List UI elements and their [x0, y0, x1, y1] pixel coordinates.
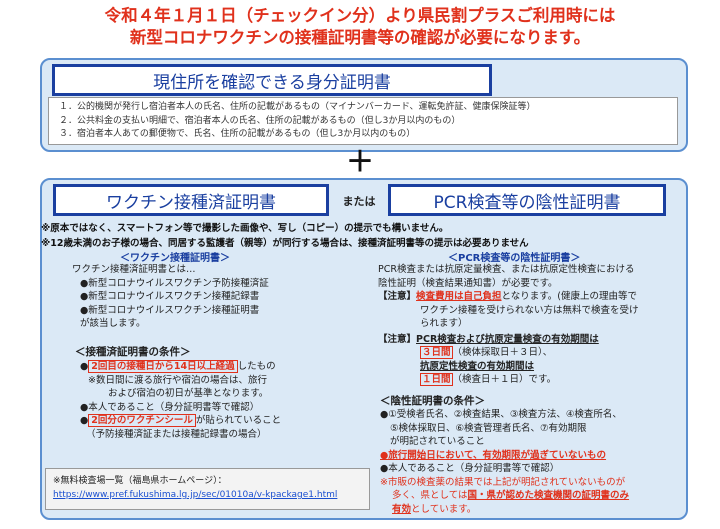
- id-item-3: ３．宿泊者本人あての郵便物で、氏名、住所の記載があるもの（但し3か月以内のもの）: [59, 129, 416, 139]
- pcr-valid-title-2: 抗原定性検査の有効期間は: [420, 360, 535, 372]
- vaccine-title: ワクチン接種済証明書: [53, 184, 329, 216]
- pcr-cond-4b: 多く、県としては国・県が認めた検査機関の証明書のみ: [392, 490, 630, 501]
- pcr-cond-4a: ※市販の検査薬の結果では上記が明記されていないものが: [380, 476, 626, 488]
- pcr-cond-1a: ●①受検者氏名、②検査結果、③検査方法、④検査所名、: [380, 409, 622, 420]
- pcr-subtitle: ＜PCR検査等の陰性証明書＞: [448, 253, 581, 264]
- id-title: 現住所を確認できる身分証明書: [52, 64, 492, 96]
- vaccine-type-2: ●新型コロナウイルスワクチン接種記録書: [80, 291, 260, 302]
- header-banner: 令和４年１月１日（チェックイン分）より県民割プラスご利用時には 新型コロナワクチ…: [0, 0, 720, 61]
- vaccine-intro: ワクチン接種済証明書とは…: [72, 264, 196, 275]
- vaccine-type-3: ●新型コロナウイルスワクチン接種証明書: [80, 304, 260, 316]
- pcr-cond-3: ●本人であること（身分証明書等で確認）: [380, 463, 560, 474]
- or-text: または: [342, 195, 376, 208]
- pcr-cond-1c: が明記されていること: [390, 436, 485, 447]
- note-under-12: ※12歳未満のお子様の場合、同居する監護者（親等）が同行する場合は、接種済証明書…: [41, 238, 529, 249]
- pcr-intro-2: 陰性証明（検査結果通知書）が必要です。: [378, 277, 558, 289]
- vaccine-cond-title: ＜接種済証明書の条件＞: [75, 346, 191, 358]
- pcr-valid-title-1: PCR検査および抗原定量検査の有効期間は: [416, 333, 599, 345]
- pcr-valid-1-detail: ３日間（検体採取日＋３日）、: [420, 346, 553, 359]
- vaccine-cond-1: ●2回目の接種日から14日以上経過したもの: [80, 360, 276, 373]
- vaccine-cond-3-highlight: 2回分のワクチンシール: [88, 414, 196, 427]
- plus-icon: ＋: [345, 145, 374, 178]
- vaccine-body: ワクチン接種済証明書とは… ●新型コロナウイルスワクチン予防接種済証 ●新型コロ…: [72, 263, 362, 331]
- certificate-panel: [40, 178, 688, 520]
- pcr-cond-title: ＜陰性証明書の条件＞: [380, 395, 485, 407]
- vaccine-cond-1-note2: および宿泊の初日が基準となります。: [108, 388, 269, 399]
- pcr-conditions: ●①受検者氏名、②検査結果、③検査方法、④検査所名、 ⑤検体採取日、⑥検査管理者…: [380, 408, 685, 516]
- id-item-1: １．公的機関が発行し宿泊者本人の氏名、住所の記載があるもの（マイナンバーカード、…: [59, 102, 536, 112]
- vaccine-conditions: ●2回目の接種日から14日以上経過したもの ※数日間に渡る旅行や宿泊の場合は、旅…: [80, 360, 370, 441]
- pcr-cond-4c: 有効としています。: [392, 503, 477, 515]
- pcr-cost-line3: られます）: [420, 318, 468, 329]
- pcr-cond-2: ●旅行開始日において、有効期限が過ぎていないもの: [380, 449, 607, 461]
- free-test-label: ※無料検査場一覧（福島県ホームページ）：: [53, 476, 227, 486]
- pcr-cost-highlight: 検査費用は自己負担: [416, 291, 502, 302]
- header-line1: 令和４年１月１日（チェックイン分）より県民割プラスご利用時には: [104, 6, 616, 25]
- pcr-cond-1b: ⑤検体採取日、⑥検査管理者氏名、⑦有効期限: [390, 422, 587, 434]
- pcr-cost-line2: ワクチン接種を受けられない方は無料で検査を受け: [420, 304, 639, 316]
- free-test-box: ※無料検査場一覧（福島県ホームページ）： https://www.pref.fu…: [45, 468, 370, 510]
- vaccine-cond-3-note: （予防接種済証または接種記録書の場合）: [86, 428, 267, 440]
- pcr-valid-1: 【注意】PCR検査および抗原定量検査の有効期間は: [378, 333, 599, 345]
- pcr-valid-days-1: ３日間: [420, 346, 453, 359]
- vaccine-applies: が該当します。: [80, 318, 146, 329]
- vaccine-cond-1-highlight: 2回目の接種日から14日以上経過: [88, 360, 238, 373]
- pcr-cond-4b-highlight: 国・県が認めた検査機関の証明書のみ: [467, 490, 630, 501]
- pcr-title: PCR検査等の陰性証明書: [388, 184, 666, 216]
- vaccine-type-1: ●新型コロナウイルスワクチン予防接種済証: [80, 277, 269, 289]
- vaccine-subtitle: ＜ワクチン接種証明書＞: [120, 253, 230, 264]
- id-item-2: ２．公共料金の支払い明細で、宿泊者本人の氏名、住所の記載があるもの（但し3か月以…: [59, 115, 461, 126]
- vaccine-cond-2: ●本人であること（身分証明書等で確認）: [80, 401, 260, 413]
- header-line2: 新型コロナワクチンの接種証明書等の確認が必要になります。: [129, 28, 591, 47]
- pcr-valid-2-detail: １日間（検査日＋１日）です。: [420, 373, 557, 386]
- pcr-valid-days-2: １日間: [420, 373, 453, 386]
- id-list: １．公的機関が発行し宿泊者本人の氏名、住所の記載があるもの（マイナンバーカード、…: [48, 97, 678, 145]
- vaccine-cond-3: ●2回分のワクチンシールが貼られていること: [80, 414, 282, 427]
- pcr-cost: 【注意】検査費用は自己負担となります。(健康上の理由等で: [378, 291, 638, 302]
- free-test-link[interactable]: https://www.pref.fukushima.lg.jp/sec/010…: [53, 490, 338, 500]
- vaccine-cond-1-note1: ※数日間に渡る旅行や宿泊の場合は、旅行: [88, 374, 267, 386]
- note-copy-ok: ※原本ではなく、スマートフォン等で撮影した画像や、写し（コピー）の提示でも構いま…: [41, 223, 449, 234]
- pcr-body: PCR検査または抗原定量検査、または抗原定性検査における 陰性証明（検査結果通知…: [378, 263, 683, 387]
- pcr-intro-1: PCR検査または抗原定量検査、または抗原定性検査における: [378, 264, 635, 275]
